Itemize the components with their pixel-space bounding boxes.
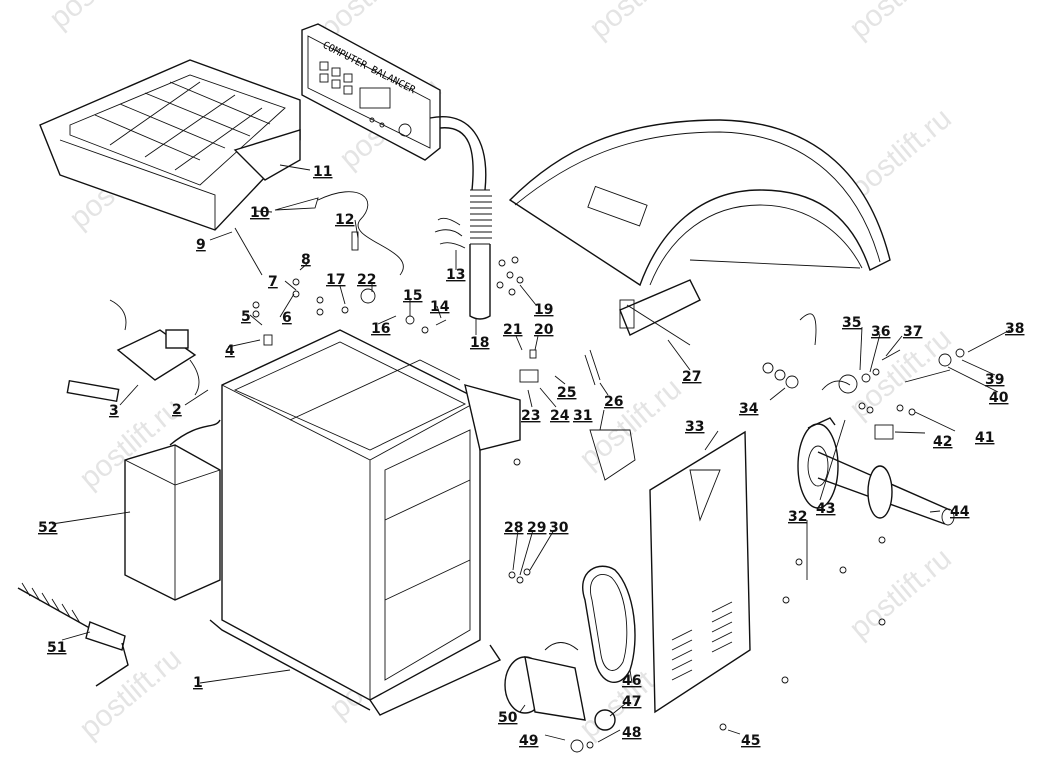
part-label: 44 [950,504,970,520]
wheel-guard-hood [508,119,891,336]
part-label: 17 [326,272,345,288]
part-label: 38 [1005,321,1024,337]
part-label: 27 [682,369,701,385]
leader-lines [51,164,1011,743]
part-label: 5 [241,309,251,325]
part-label: 18 [470,335,489,351]
part-label: 32 [788,509,807,525]
part-label: 22 [357,272,376,288]
part-label: 36 [871,324,890,340]
part-label: 35 [842,315,861,331]
part-label: 24 [550,408,570,424]
part-label: 30 [549,520,569,536]
part-label: 40 [989,390,1009,406]
part-label: 46 [622,673,641,689]
part-label: 26 [604,394,623,410]
part-label: 47 [622,694,641,710]
part-label: 41 [975,430,994,446]
threaded-rod [17,582,129,687]
part-label: 52 [38,520,57,536]
watermark: postlift.ru [73,642,187,746]
part-label: 3 [109,403,119,419]
part-label: 28 [504,520,523,536]
part-label: 45 [741,733,760,749]
part-label: 15 [403,288,422,304]
part-label: 51 [47,640,66,656]
side-cover [649,430,751,714]
part-label: 39 [985,372,1004,388]
part-label: 33 [685,419,704,435]
part-label: 12 [335,212,354,228]
accessory-tray [39,59,301,231]
part-label: 13 [446,267,465,283]
drive-belt [582,565,636,683]
part-label: 20 [534,322,554,338]
watermark: postlift.ru [43,0,157,35]
part-label: 6 [282,310,292,326]
part-label: 23 [521,408,540,424]
part-label: 14 [430,299,450,315]
part-label: 1 [193,675,203,691]
main-cabinet [209,329,521,716]
part-label: 4 [225,343,235,359]
small-parts [234,191,965,753]
part-label: 31 [573,408,592,424]
part-label: 49 [519,733,538,749]
watermark: postlift.ru [843,542,957,646]
part-label: 42 [933,434,952,450]
part-label: 19 [534,302,553,318]
part-label: 34 [739,401,759,417]
part-label: 25 [557,385,576,401]
motor [504,642,616,731]
part-label: 43 [816,501,835,517]
part-label: 11 [313,164,332,180]
part-labels: 1 2 3 4 5 6 7 8 9 10 11 12 13 14 15 16 1… [38,164,1024,749]
weight-box [124,419,221,601]
part-label: 7 [268,274,278,290]
part-label: 8 [301,252,311,268]
part-label: 50 [498,710,518,726]
part-label: 9 [196,237,206,253]
part-label: 2 [172,402,182,418]
part-label: 16 [371,321,390,337]
watermark: postlift.ru [843,0,957,45]
part-label: 10 [250,205,270,221]
part-label: 29 [527,520,546,536]
main-shaft [797,417,955,526]
part-label: 48 [622,725,641,741]
watermark: postlift.ru [583,0,697,45]
part-label: 21 [503,322,522,338]
circuit-board [66,299,200,403]
part-label: 37 [903,324,922,340]
